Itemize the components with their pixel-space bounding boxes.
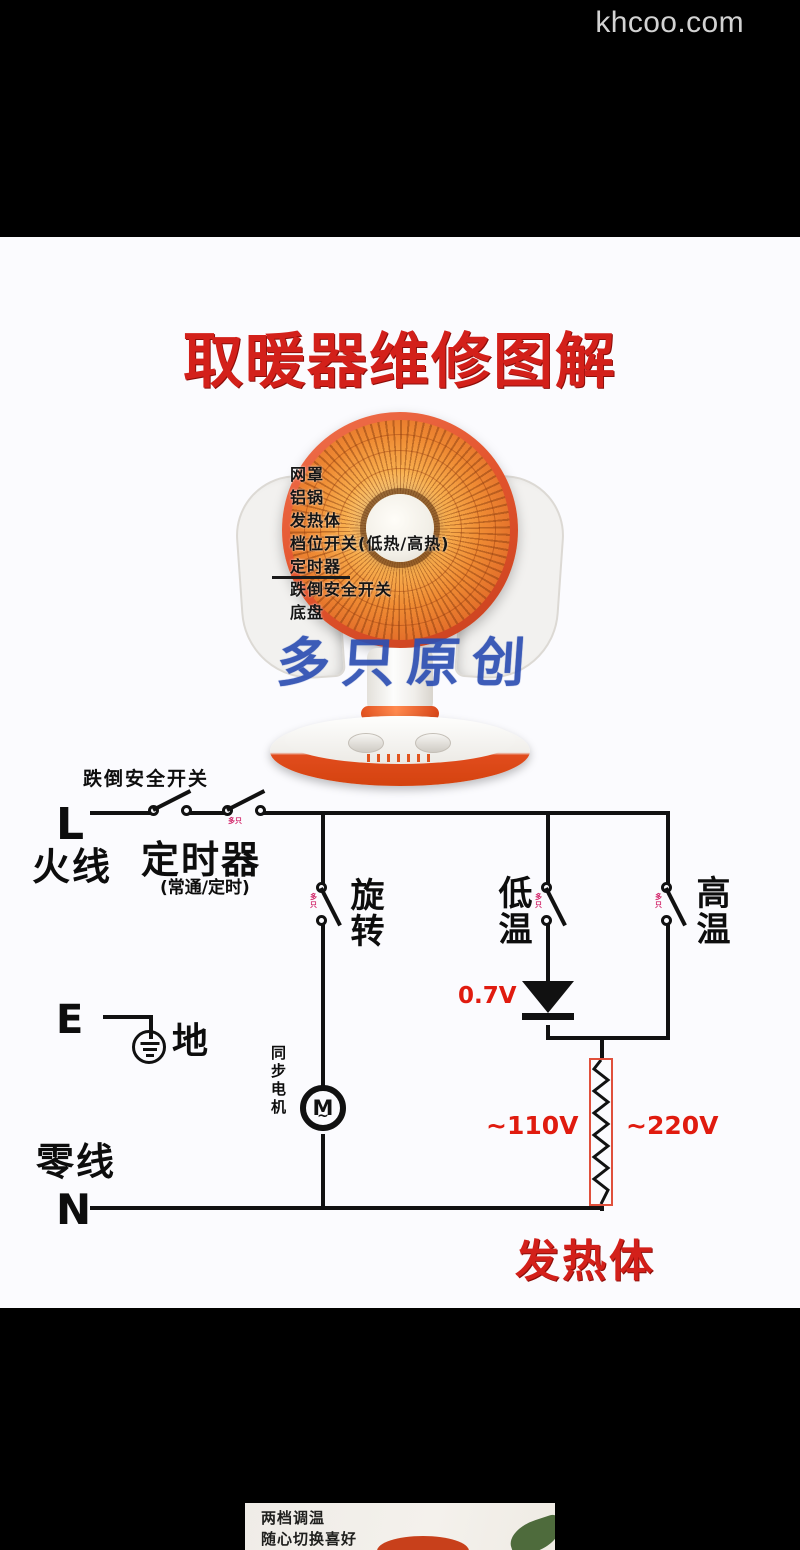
switch-watermark-char-1: 多 — [535, 893, 542, 901]
bottom-product-image: 两档调温 随心切换喜好 — [245, 1503, 555, 1550]
switch-watermark-char-2: 只 — [310, 901, 317, 909]
ground-circle — [132, 1030, 166, 1064]
heater-ring-2 — [320, 450, 480, 610]
switch-watermark-char-1: 多 — [310, 893, 317, 901]
terminal-live: L — [56, 799, 85, 850]
timer-switch[interactable]: 多只 — [222, 789, 272, 825]
wire-hightemp-to-join — [666, 921, 670, 1039]
wire-live-seg-3 — [258, 811, 670, 815]
switch-watermark-char-2: 只 — [235, 817, 242, 825]
earth-label: 地 — [172, 1021, 209, 1062]
heater-reflector-dish — [290, 420, 510, 640]
ground-bar-1 — [140, 1042, 160, 1045]
switch-watermark-char-1: 多 — [655, 893, 662, 901]
wire-live-seg-2 — [186, 811, 228, 815]
wire-live-seg-1 — [90, 811, 154, 815]
switch-node-bottom — [541, 915, 552, 926]
heater-label-1: 铝锅 — [290, 488, 325, 507]
switch-node-bottom — [316, 915, 327, 926]
leaf-decoration — [505, 1513, 555, 1550]
low-voltage-label: ~110V — [486, 1111, 579, 1140]
timer-label: 定时器 — [141, 838, 262, 882]
rotate-label: 旋转 — [344, 877, 384, 949]
wire-motor-branch-bottom — [321, 1134, 325, 1208]
bottom-caption-line-1: 两档调温 — [261, 1509, 326, 1527]
diode-cathode-bar — [522, 1013, 574, 1020]
bottom-caption-line-2: 随心切换喜好 — [261, 1530, 358, 1548]
high-temp-switch[interactable]: 多只 — [655, 882, 701, 928]
wire-motor-branch-top — [321, 811, 325, 889]
wire-branch-join — [546, 1036, 670, 1040]
terminal-neutral: N — [56, 1185, 92, 1234]
circuit-diagram: L 火线 跌倒安全开关 多只 定时器 (常通/定时) E — [0, 237, 800, 1308]
switch-watermark-char-2: 只 — [655, 901, 662, 909]
heater-part-labels: 网罩 铝锅 发热体 档位开关(低热/高热) 定时器 跌倒安全开关 底盘 — [272, 463, 710, 624]
heater-label-6: 底盘 — [290, 603, 325, 622]
wire-diode-to-join — [546, 1025, 550, 1039]
heater-outer-ring — [282, 412, 518, 648]
product-pot-shape — [377, 1536, 469, 1550]
motor-ac-symbol: ~ — [317, 1108, 329, 1124]
high-voltage-label: ~220V — [626, 1111, 719, 1140]
switch-node-right — [255, 805, 266, 816]
switch-watermark: 多只 — [655, 893, 662, 909]
heater-ring-1 — [304, 434, 496, 626]
ground-bar-3 — [146, 1054, 154, 1057]
switch-watermark-char-1: 多 — [228, 817, 235, 825]
heating-element-title: 发热体 — [515, 1236, 656, 1287]
motor-label: 同步电机 — [269, 1045, 287, 1117]
tilt-safety-switch[interactable] — [148, 789, 198, 823]
neutral-label: 零线 — [36, 1140, 117, 1184]
low-temp-switch[interactable]: 多只 — [535, 882, 581, 928]
wire-lowtemp-branch-top — [546, 811, 550, 889]
label-leader-line — [272, 576, 350, 579]
heater-hub — [366, 494, 434, 562]
heater-label-0: 网罩 — [290, 465, 325, 484]
terminal-earth: E — [56, 997, 84, 1043]
earth-ground-symbol — [132, 1030, 168, 1066]
top-letterbox-band: khcoo.com — [0, 0, 800, 237]
low-temp-label: 低温 — [492, 875, 532, 947]
switch-watermark: 多只 — [310, 893, 317, 909]
diode-symbol — [522, 981, 574, 1013]
switch-watermark: 多只 — [535, 893, 542, 909]
heater-label-4: 定时器 — [290, 557, 342, 576]
motor-symbol-letter: M — [312, 1095, 334, 1120]
ground-bar-2 — [143, 1048, 157, 1051]
page-title: 取暖器维修图解 — [183, 327, 617, 397]
switch-node-right — [181, 805, 192, 816]
synchronous-motor-symbol: M ~ — [300, 1085, 346, 1131]
switch-watermark-char-2: 只 — [535, 901, 542, 909]
heater-label-3: 档位开关(低热/高热) — [290, 534, 450, 553]
rotate-switch[interactable]: 多只 — [310, 882, 356, 928]
content-page: 取暖器维修图解 网罩 铝锅 — [0, 237, 800, 1308]
wire-motor-branch-mid — [321, 921, 325, 1088]
heater-knob-right — [415, 733, 451, 753]
heater-label-5: 跌倒安全开关 — [290, 580, 393, 599]
wire-hightemp-branch-top — [666, 811, 670, 889]
heater-base-vents — [367, 754, 437, 762]
heater-knob-left — [348, 733, 384, 753]
wire-earth-horizontal — [103, 1015, 153, 1019]
wire-element-top-lead — [600, 1036, 604, 1058]
heating-element-resistor — [589, 1058, 613, 1206]
site-watermark: khcoo.com — [595, 6, 744, 39]
live-label: 火线 — [32, 845, 113, 889]
high-temp-label: 高温 — [690, 875, 730, 947]
wire-lowtemp-to-diode — [546, 921, 550, 981]
switch-node-bottom — [661, 915, 672, 926]
switch-watermark: 多只 — [228, 817, 242, 825]
heater-illustration — [232, 410, 568, 800]
tilt-switch-label: 跌倒安全开关 — [83, 768, 210, 790]
timer-sublabel: (常通/定时) — [160, 878, 250, 898]
wire-neutral-bus — [90, 1206, 604, 1210]
wire-earth-vertical — [149, 1015, 153, 1039]
bottom-image-caption: 两档调温 随心切换喜好 — [261, 1508, 357, 1550]
diode-voltage-label: 0.7V — [458, 983, 517, 1009]
heater-ring-3 — [338, 468, 462, 592]
heater-label-2: 发热体 — [290, 511, 342, 530]
